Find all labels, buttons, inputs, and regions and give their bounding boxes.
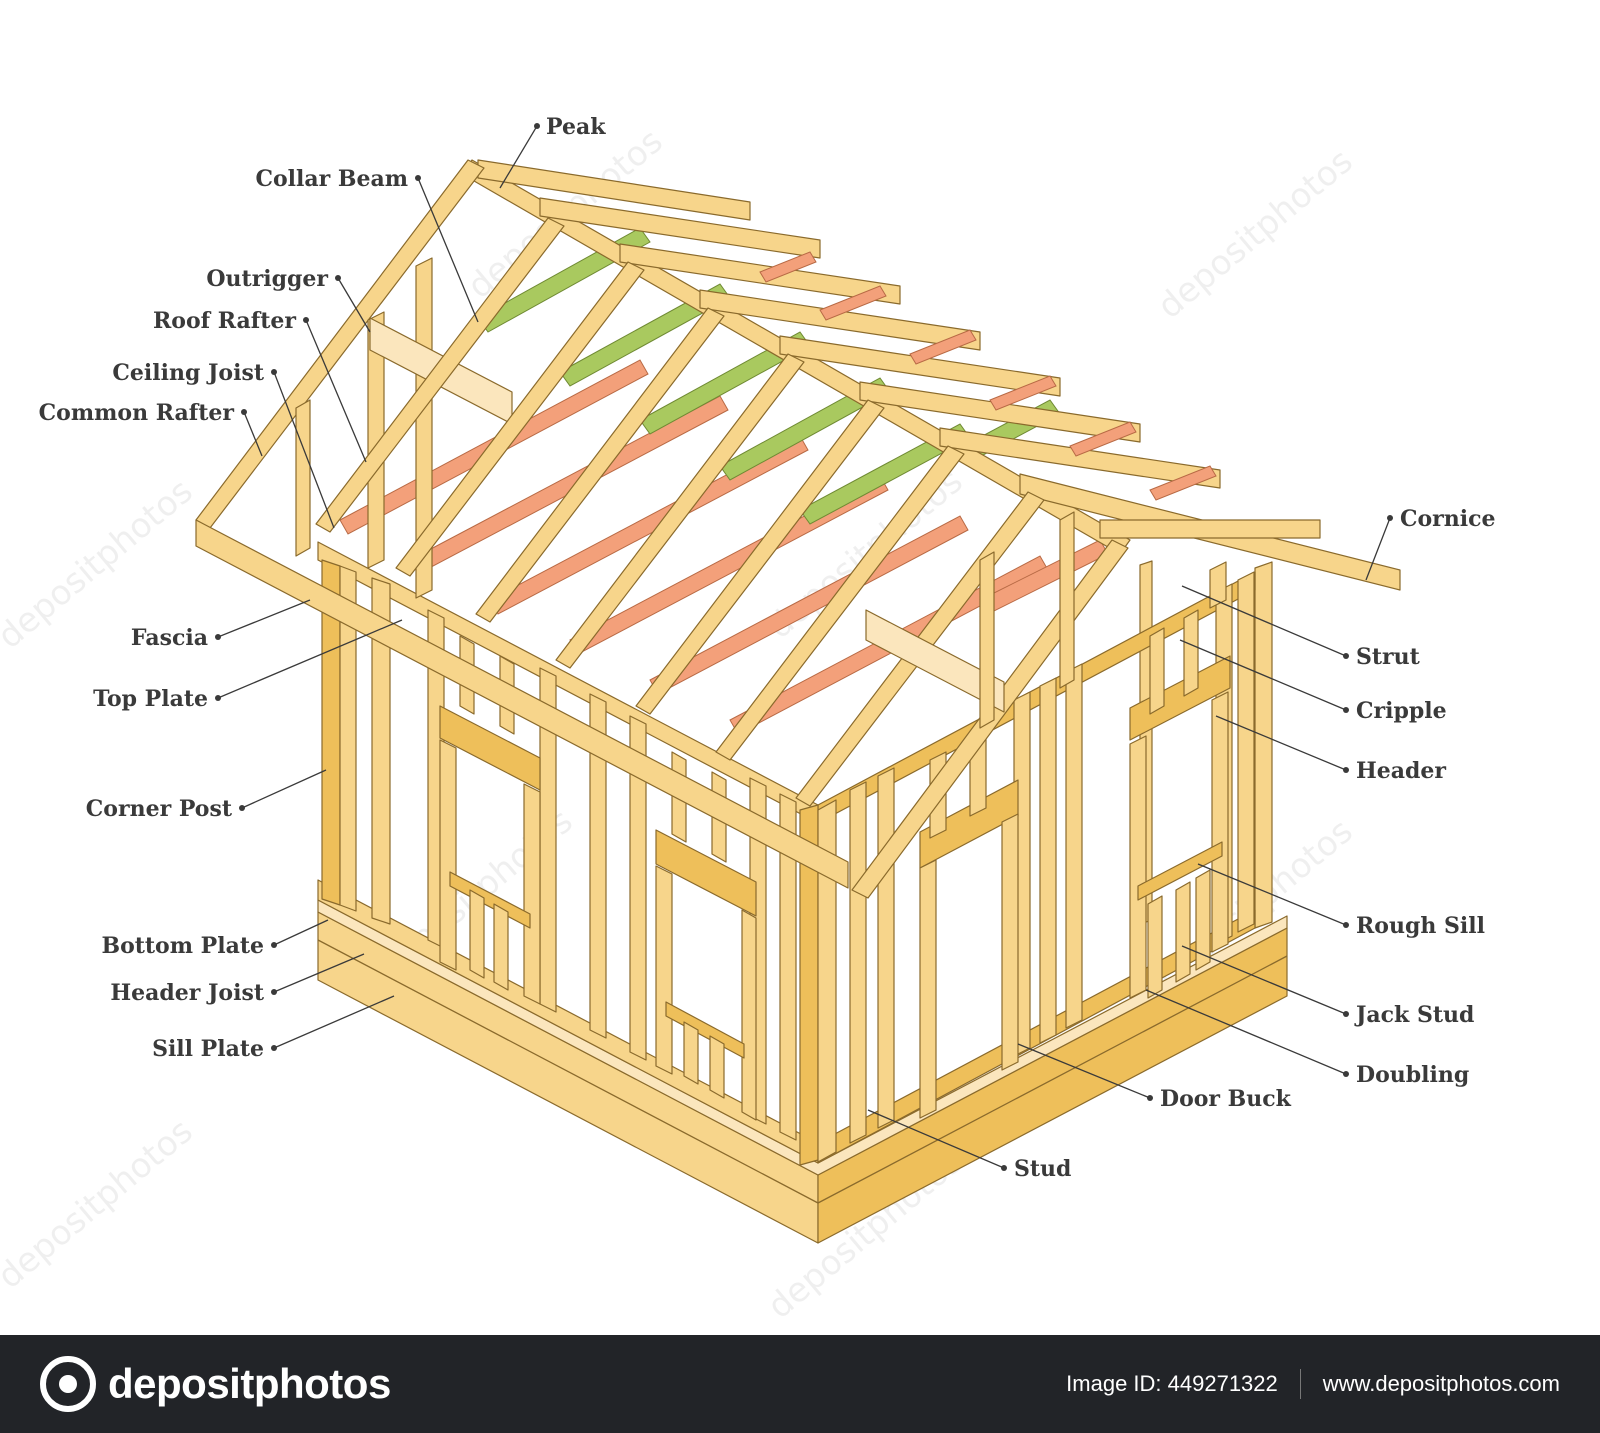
divider bbox=[1300, 1369, 1301, 1399]
label-bottom-plate: Bottom Plate bbox=[101, 933, 264, 959]
door-buck bbox=[920, 860, 936, 1118]
house-framing-diagram: .w { fill: #f7d58b; stroke: #8a6a2c; str… bbox=[0, 0, 1600, 1335]
label-door-buck: Door Buck bbox=[1160, 1086, 1292, 1112]
label-strut: Strut bbox=[1356, 644, 1421, 670]
label-fascia: Fascia bbox=[131, 625, 208, 651]
stud bbox=[850, 782, 866, 1143]
label-jack-stud: Jack Stud bbox=[1354, 1002, 1474, 1028]
image-id: Image ID: 449271322 bbox=[1066, 1371, 1278, 1397]
camera-icon bbox=[40, 1356, 96, 1412]
back-corner-post bbox=[1255, 562, 1272, 928]
footer-meta: Image ID: 449271322 www.depositphotos.co… bbox=[1066, 1335, 1560, 1433]
label-sill-plate: Sill Plate bbox=[152, 1036, 264, 1062]
label-corner-post: Corner Post bbox=[86, 796, 233, 822]
watermark-text: depositphotos bbox=[0, 1111, 201, 1297]
label-cripple: Cripple bbox=[1356, 698, 1447, 724]
label-outrigger: Outrigger bbox=[206, 266, 328, 292]
label-collar-beam: Collar Beam bbox=[255, 166, 408, 192]
label-cornice: Cornice bbox=[1400, 506, 1496, 532]
brand-logo-group[interactable]: depositphotos bbox=[40, 1355, 391, 1413]
brand-name: depositphotos bbox=[108, 1360, 391, 1408]
watermark-text: depositphotos bbox=[1150, 141, 1360, 327]
label-ceiling-joist: Ceiling Joist bbox=[112, 360, 264, 386]
footer-bar: depositphotos Image ID: 449271322 www.de… bbox=[0, 1335, 1600, 1433]
label-header-joist: Header Joist bbox=[110, 980, 264, 1006]
label-rough-sill: Rough Sill bbox=[1356, 913, 1485, 939]
label-common-rafter: Common Rafter bbox=[39, 400, 235, 426]
rough-sill-window-2 bbox=[666, 1002, 744, 1058]
label-top-plate: Top Plate bbox=[93, 686, 208, 712]
label-doubling: Doubling bbox=[1356, 1062, 1469, 1088]
label-header: Header bbox=[1356, 758, 1446, 784]
cripple bbox=[1150, 628, 1164, 714]
label-stud: Stud bbox=[1014, 1156, 1071, 1182]
label-roof-rafter: Roof Rafter bbox=[153, 308, 296, 334]
label-peak: Peak bbox=[546, 114, 606, 140]
jack-stud bbox=[1148, 896, 1162, 998]
site-url[interactable]: www.depositphotos.com bbox=[1323, 1371, 1560, 1397]
